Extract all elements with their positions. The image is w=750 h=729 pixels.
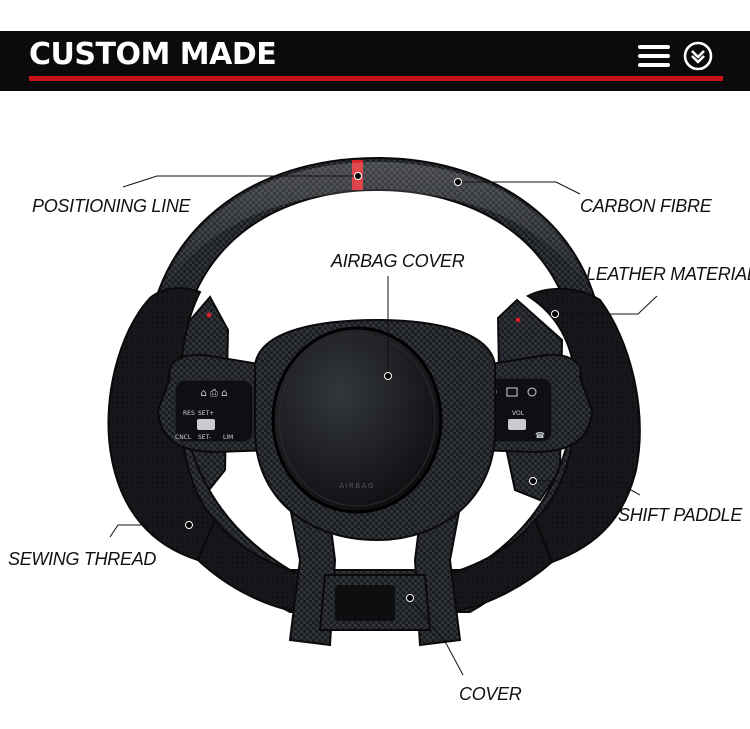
svg-text:LIM: LIM xyxy=(223,434,233,441)
label-positioning-line: POSITIONING LINE xyxy=(32,196,191,216)
callout-dots xyxy=(185,172,559,602)
svg-text:AIRBAG: AIRBAG xyxy=(339,482,375,490)
chevron-down-circle-icon[interactable] xyxy=(683,41,713,71)
label-carbon-fibre: CARBON FIBRE xyxy=(580,196,712,216)
label-sewing-thread: SEWING THREAD xyxy=(8,549,157,569)
label-leather-material: LEATHER MATERIAL xyxy=(586,264,750,284)
label-shift-paddle: SHIFT PADDLE xyxy=(618,505,743,525)
svg-text:☎: ☎ xyxy=(535,431,545,440)
left-spoke-control-panel: ⌂ ⎙ ⌂ RES SET+ CNCL SET- LIM xyxy=(156,354,282,454)
svg-text:VOL: VOL xyxy=(512,410,525,417)
header-bar: CUSTOM MADE xyxy=(0,31,750,91)
svg-text:RES: RES xyxy=(183,410,195,417)
label-cover: COVER xyxy=(459,684,522,704)
lower-spokes xyxy=(283,477,467,647)
label-airbag-cover: AIRBAG COVER xyxy=(331,251,465,271)
page-title: CUSTOM MADE xyxy=(29,37,277,72)
menu-icon[interactable] xyxy=(638,43,670,69)
svg-text:CNCL: CNCL xyxy=(175,434,192,441)
svg-text:⌂ ⎙ ⌂: ⌂ ⎙ ⌂ xyxy=(200,388,227,399)
header-accent-line xyxy=(29,76,723,81)
svg-text:SET+: SET+ xyxy=(198,410,214,417)
callout-lines xyxy=(109,175,658,676)
svg-text:SET-: SET- xyxy=(198,434,211,441)
airbag-cover: AIRBAG xyxy=(254,318,496,542)
